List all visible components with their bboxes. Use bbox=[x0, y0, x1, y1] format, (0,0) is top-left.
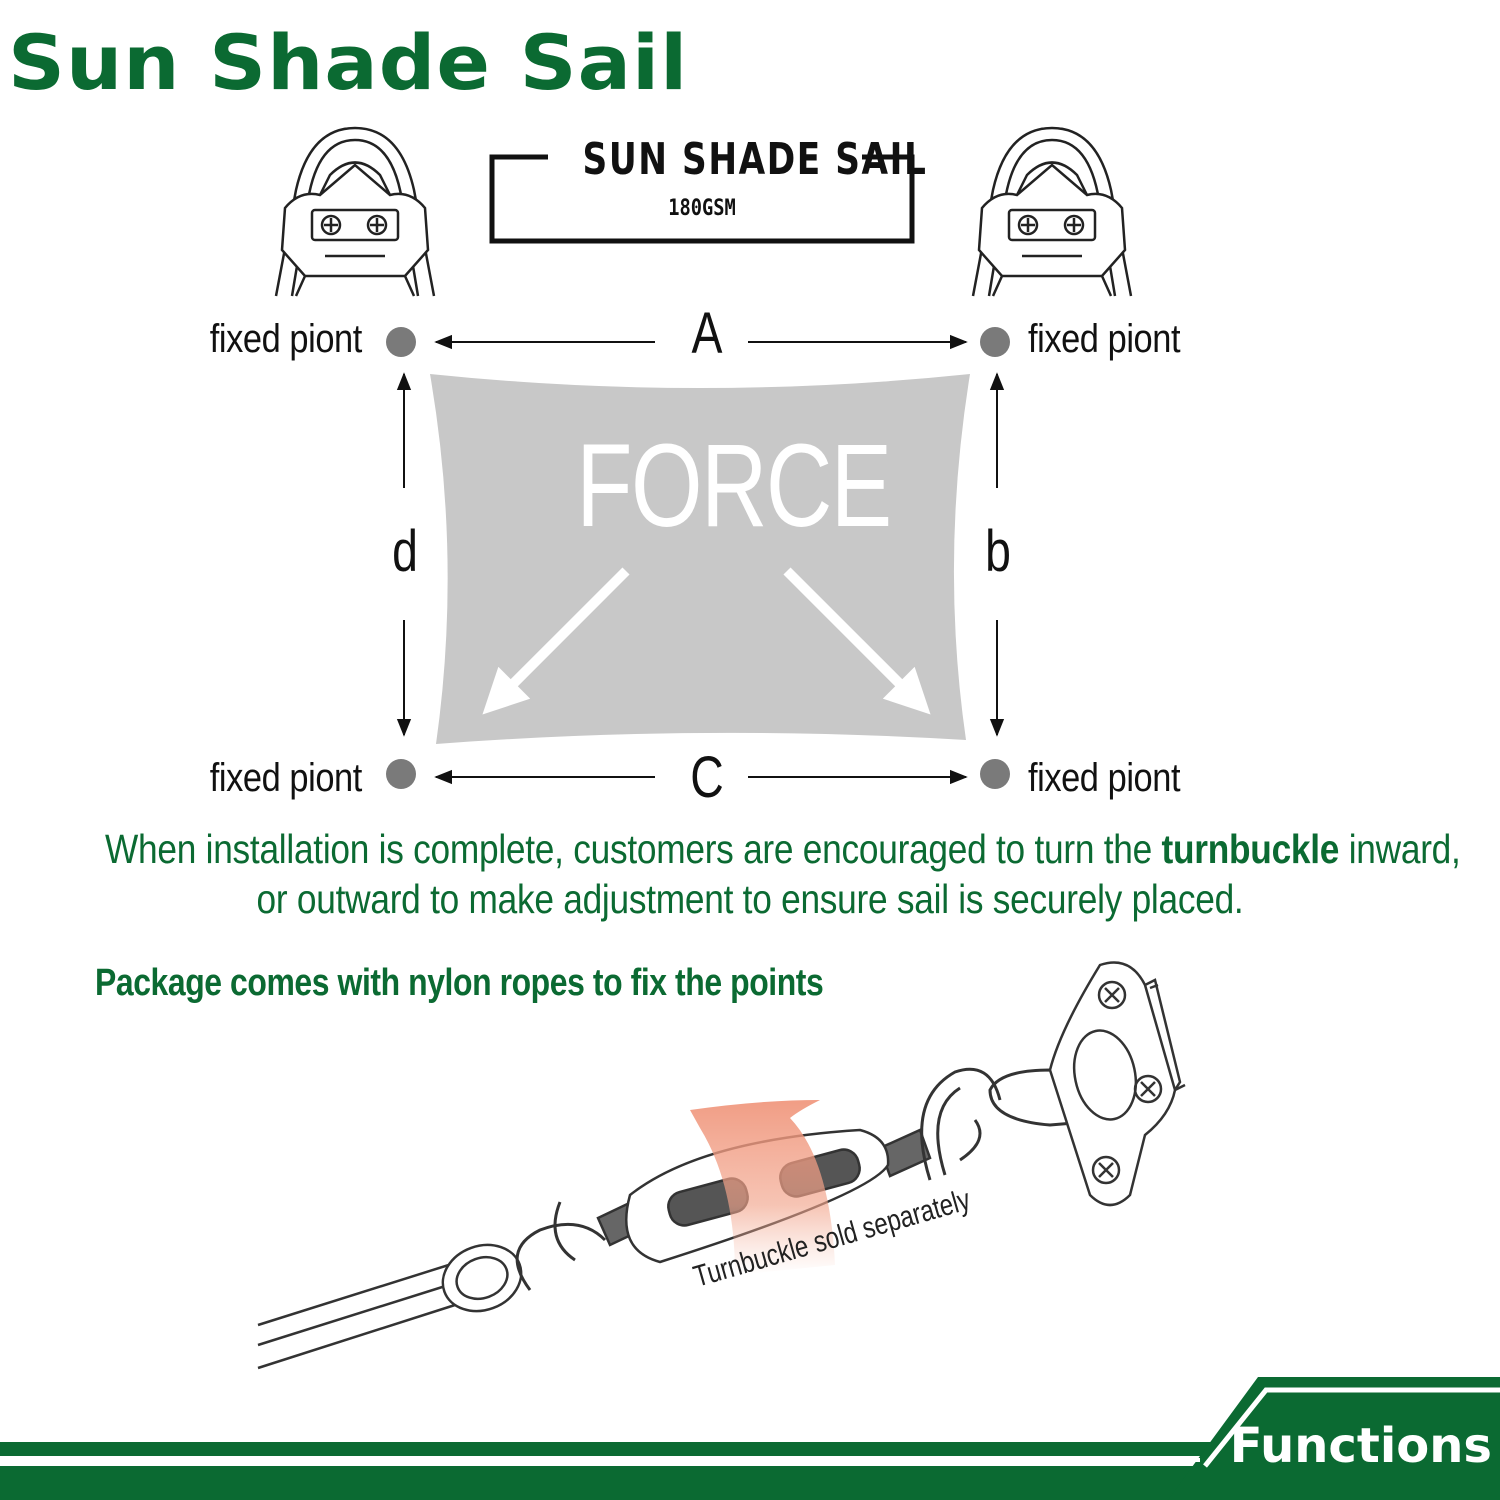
turnbuckle-illustration bbox=[257, 961, 1186, 1370]
side-label-left: d bbox=[392, 519, 418, 584]
fixed-point-top-right bbox=[980, 327, 1010, 357]
fixed-point-label-top-right: fixed piont bbox=[1028, 317, 1181, 361]
dimension-arrows bbox=[396, 334, 1005, 785]
force-label: FORCE bbox=[576, 420, 892, 552]
badge-box bbox=[489, 154, 915, 244]
badge-subtitle: 180GSM bbox=[668, 196, 736, 221]
side-label-right: b bbox=[985, 519, 1011, 584]
note-emphasis: turnbuckle bbox=[1161, 826, 1340, 872]
sail-shape bbox=[430, 374, 970, 744]
installation-note-line2: or outward to make adjustment to ensure … bbox=[256, 876, 1244, 922]
fixed-point-bottom-left bbox=[386, 759, 416, 789]
fixed-point-top-left bbox=[386, 327, 416, 357]
package-note: Package comes with nylon ropes to fix th… bbox=[95, 962, 824, 1004]
fixed-point-label-top-left: fixed piont bbox=[209, 317, 363, 361]
fixed-point-label-bottom-right: fixed piont bbox=[1028, 756, 1181, 800]
installation-note-line1: When installation is complete, customers… bbox=[105, 826, 1461, 873]
force-arrow-right bbox=[783, 567, 931, 715]
side-label-bottom: C bbox=[690, 745, 724, 810]
note-text: When installation is complete, customers… bbox=[105, 826, 1162, 872]
pad-eye-icon bbox=[971, 126, 1133, 297]
side-label-top: A bbox=[691, 301, 723, 366]
force-arrow-left bbox=[482, 567, 630, 715]
page-title: Sun Shade Sail bbox=[8, 18, 689, 107]
fixed-point-bottom-right bbox=[980, 759, 1010, 789]
fixed-point-label-bottom-left: fixed piont bbox=[209, 756, 363, 800]
note-text: inward, bbox=[1339, 826, 1461, 872]
footer-band bbox=[0, 1377, 1500, 1500]
badge-title: SUN SHADE SAIL bbox=[582, 134, 928, 185]
pad-eye-icon bbox=[274, 126, 436, 297]
footer-functions-label: Functions bbox=[1229, 1418, 1492, 1474]
